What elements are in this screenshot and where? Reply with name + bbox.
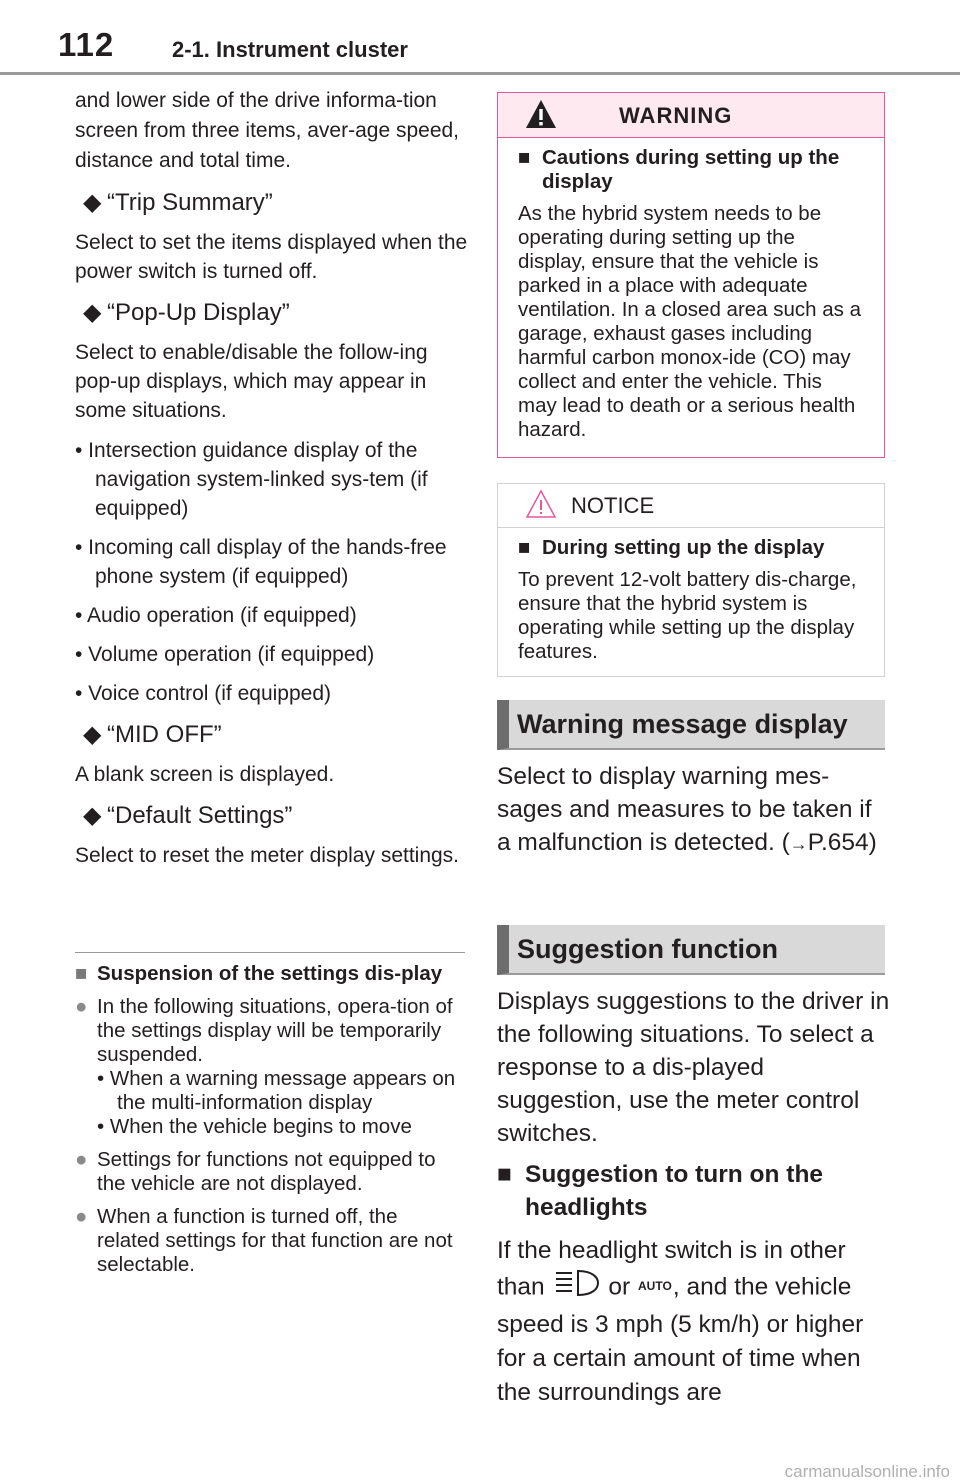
suggestion-text: Displays suggestions to the driver in th…	[497, 988, 890, 1147]
intro-text: and lower side of the drive informa-tion…	[75, 89, 460, 172]
mid-off-desc: A blank screen is displayed.	[75, 763, 335, 786]
right-arrow-icon: →	[789, 834, 808, 854]
diamond-bullet-icon: ◆	[83, 802, 102, 829]
list-item: • Audio operation (if equipped)	[75, 604, 357, 627]
page-number: 112	[58, 26, 115, 63]
notice-body: ■During setting up the display To preven…	[498, 528, 884, 664]
note-item: ●When a function is turned off, the rela…	[75, 1205, 453, 1276]
mid-off-heading: ◆“MID OFF”	[83, 721, 222, 748]
notes-section: ■Suspension of the settings dis-play ●In…	[75, 962, 465, 1286]
auto-icon: AUTO	[637, 1271, 673, 1305]
suggestion-subheading: ■Suggestion to turn on the headlights	[497, 1158, 915, 1224]
popup-list: • Intersection guidance display of the n…	[75, 436, 470, 708]
notice-box: NOTICE ■During setting up the display To…	[497, 483, 885, 677]
list-item: • Incoming call display of the hands-fre…	[75, 536, 447, 588]
note-item: ●In the following situations, opera-tion…	[75, 995, 453, 1066]
svg-text:AUTO: AUTO	[638, 1279, 672, 1293]
suggestion-detail: If the headlight switch is in other than…	[497, 1237, 864, 1406]
diamond-bullet-icon: ◆	[83, 721, 102, 748]
warning-message-text: Select to display warning mes-sages and …	[497, 763, 877, 856]
header-rule	[0, 72, 960, 75]
circle-bullet-icon: ●	[75, 995, 88, 1018]
diamond-bullet-icon: ◆	[83, 189, 102, 216]
note-sub-item: • When the vehicle begins to move	[97, 1115, 412, 1138]
notice-text: To prevent 12-volt battery dis-charge, e…	[518, 568, 857, 663]
popup-desc: Select to enable/disable the follow-ing …	[75, 341, 428, 422]
square-bullet-icon: ■	[497, 1161, 512, 1188]
warning-heading: ■Cautions during setting up the display	[518, 146, 840, 193]
headlight-icon	[552, 1268, 602, 1308]
warning-text: As the hybrid system needs to be operati…	[518, 202, 862, 441]
suggestion-heading: Suggestion function	[497, 925, 885, 975]
warning-box: WARNING ■Cautions during setting up the …	[497, 92, 885, 458]
square-bullet-icon: ■	[518, 536, 531, 559]
trip-summary-heading: ◆“Trip Summary”	[83, 189, 273, 216]
circle-bullet-icon: ●	[75, 1205, 88, 1228]
notes-divider	[75, 952, 465, 953]
warning-triangle-icon	[526, 100, 556, 128]
note-item: ●Settings for functions not equipped to …	[75, 1148, 436, 1195]
warning-message-heading: Warning message display	[497, 700, 885, 750]
list-item: • Volume operation (if equipped)	[75, 643, 375, 666]
warning-label: WARNING	[619, 103, 733, 128]
square-bullet-icon: ■	[75, 962, 88, 985]
left-column: and lower side of the drive informa-tion…	[75, 86, 470, 881]
notice-label: NOTICE	[571, 493, 655, 518]
list-item: • Voice control (if equipped)	[75, 682, 331, 705]
section-title: 2-1. Instrument cluster	[172, 37, 408, 62]
note-sub-item: • When a warning message appears on the …	[97, 1067, 456, 1114]
notes-heading: ■Suspension of the settings dis-play	[75, 962, 443, 985]
circle-bullet-icon: ●	[75, 1148, 88, 1171]
warning-header: WARNING	[498, 93, 884, 138]
default-settings-heading: ◆“Default Settings”	[83, 802, 293, 829]
notice-heading: ■During setting up the display	[518, 536, 825, 559]
trip-summary-desc: Select to set the items displayed when t…	[75, 231, 468, 283]
diamond-bullet-icon: ◆	[83, 299, 102, 326]
warning-body: ■Cautions during setting up the display …	[498, 138, 884, 442]
notice-header: NOTICE	[498, 484, 884, 528]
watermark: carmanualsonline.info	[784, 1462, 950, 1481]
list-item: • Intersection guidance display of the n…	[75, 439, 428, 520]
notice-triangle-icon	[525, 489, 557, 518]
default-settings-desc: Select to reset the meter display settin…	[75, 844, 460, 867]
popup-heading: ◆“Pop-Up Display”	[83, 299, 290, 326]
square-bullet-icon: ■	[518, 146, 531, 169]
